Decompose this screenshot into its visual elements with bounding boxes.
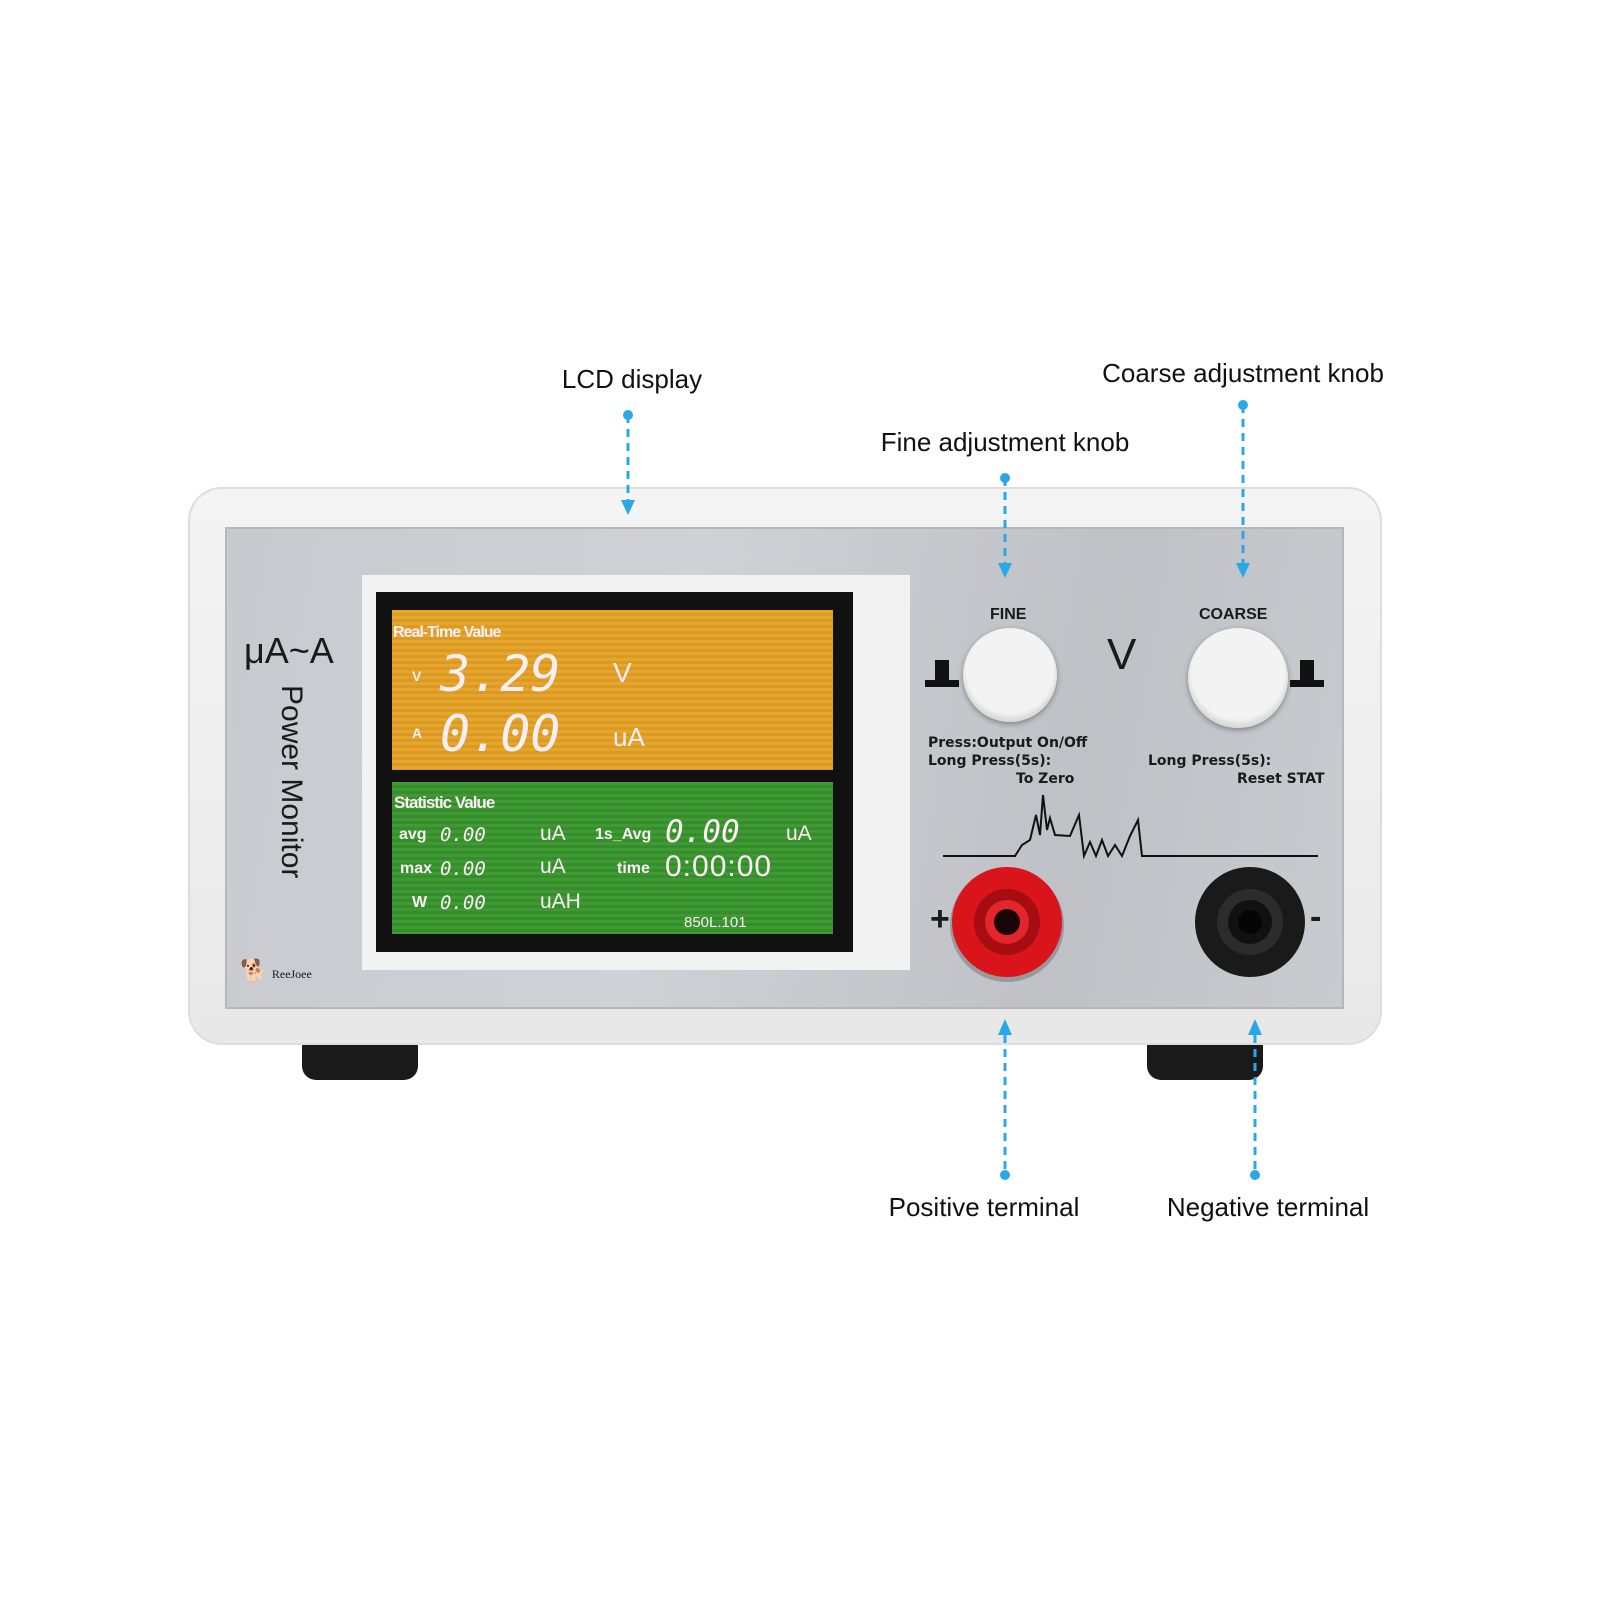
statistic-title: Statistic Value (394, 793, 495, 812)
callout-negative-terminal: Negative terminal (1166, 1192, 1370, 1222)
voltage-tag: V (412, 668, 422, 684)
callout-fine-knob: Fine adjustment knob (880, 427, 1130, 457)
fine-adjustment-knob[interactable] (963, 628, 1057, 722)
dog-logo-icon: 🐕 (240, 958, 268, 983)
avg1s-unit: uA (786, 822, 812, 845)
product-name: Power Monitor (275, 685, 308, 879)
w-label: W (412, 894, 428, 911)
firmware-version: 850L.101 (684, 914, 747, 931)
w-unit: uAH (540, 890, 581, 913)
brand-logo: 🐕 ReeJoee (240, 958, 312, 983)
time-value: 0:00:00 (665, 850, 773, 883)
unit-v-label: V (1107, 630, 1137, 679)
left-foot (302, 1045, 418, 1080)
avg1s-value: 0.00 (665, 814, 740, 850)
coarse-label: COARSE (1199, 606, 1268, 623)
callout-positive-terminal: Positive terminal (888, 1192, 1080, 1222)
fine-help: Press:Output On/Off Long Press(5s): To Z… (928, 735, 1088, 787)
avg1s-label: 1s_Avg (595, 826, 652, 843)
voltage-value: 3.29 (440, 645, 561, 703)
current-value: 0.00 (440, 705, 561, 763)
avg-unit: uA (540, 822, 566, 845)
callout-coarse-knob: Coarse adjustment knob (1102, 358, 1384, 388)
right-foot (1147, 1045, 1263, 1080)
max-label: max (400, 860, 433, 877)
time-label: time (617, 860, 650, 877)
w-value: 0.00 (440, 892, 486, 914)
coarse-adjustment-knob[interactable] (1188, 628, 1288, 728)
current-tag: A (412, 725, 423, 741)
coarse-help: Long Press(5s): Reset STAT (1148, 753, 1325, 787)
avg-value: 0.00 (440, 824, 486, 846)
callout-lcd-display: LCD display (561, 364, 703, 394)
range-label: μA~A (244, 630, 334, 671)
voltage-unit: V (613, 657, 632, 688)
max-unit: uA (540, 855, 566, 878)
statistic-section (392, 782, 833, 934)
current-unit: uA (613, 722, 645, 752)
fine-label: FINE (990, 606, 1027, 623)
minus-sign: - (1310, 898, 1322, 936)
max-value: 0.00 (440, 858, 486, 880)
realtime-section (392, 610, 833, 770)
realtime-title: Real-Time Value (393, 624, 501, 641)
plus-sign: + (930, 900, 950, 938)
avg-label: avg (399, 826, 427, 843)
